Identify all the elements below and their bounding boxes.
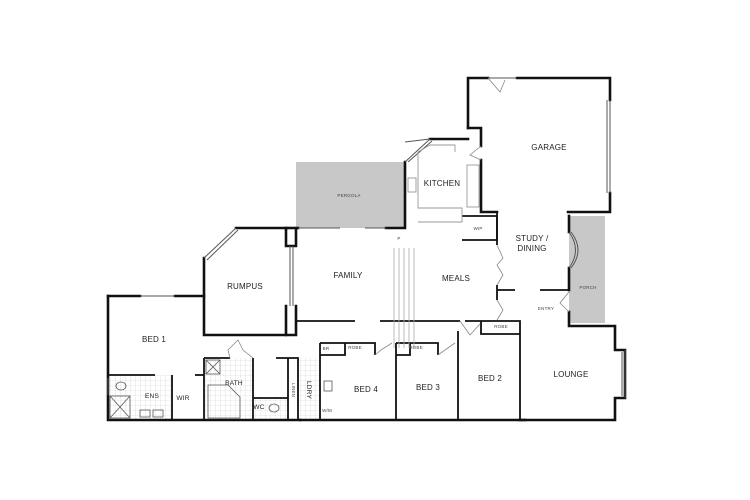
- exterior-walls: [106, 76, 627, 422]
- room-label-wip: WIP: [473, 226, 483, 231]
- bath-tiles: [205, 358, 253, 420]
- room-label-robe-bed2: ROBE: [494, 324, 508, 329]
- room-label-wir: WIR: [176, 395, 190, 402]
- room-label-entry: ENTRY: [537, 306, 555, 311]
- pergola-area: [296, 162, 404, 228]
- room-label-garage: GARAGE: [531, 143, 567, 152]
- porch-area: [569, 216, 605, 323]
- doors: [227, 77, 570, 359]
- room-label-study: STUDY /: [515, 234, 549, 243]
- wc-tiles: [253, 398, 288, 420]
- room-label-bed2: BED 2: [477, 374, 503, 383]
- fixtures: [109, 359, 333, 419]
- laundry-tiles: [298, 358, 320, 420]
- room-label-linen: LINEN: [291, 382, 296, 398]
- room-label-wm: W/M: [322, 408, 332, 413]
- room-label-pantry: P: [397, 236, 401, 241]
- windows: [107, 77, 626, 398]
- room-label-robe-bed4: ROBE: [348, 345, 362, 350]
- kitchen-benches: [407, 144, 480, 223]
- room-label-ens: ENS: [145, 393, 159, 400]
- room-label-porch: PORCH: [579, 285, 597, 290]
- room-label-meals: MEALS: [441, 274, 471, 283]
- ensuite-tiles: [109, 375, 172, 420]
- room-label-pergola: PERGOLA: [337, 193, 361, 198]
- steps: [393, 248, 415, 348]
- room-label-kitchen: KITCHEN: [423, 179, 461, 188]
- room-label-br: BR: [322, 346, 330, 351]
- room-label-lounge: LOUNGE: [553, 370, 589, 379]
- room-label-bed1: BED 1: [141, 335, 167, 344]
- room-label-robe-bed3: ROBE: [409, 345, 423, 350]
- room-label-family: FAMILY: [333, 271, 363, 280]
- room-label-bath: BATH: [225, 380, 243, 387]
- room-label-ldry: LDRY: [305, 380, 312, 400]
- interior-walls: [108, 212, 569, 420]
- room-label-wc: WC: [253, 404, 265, 411]
- room-label-bed4: BED 4: [353, 385, 379, 394]
- room-label-bed3: BED 3: [415, 383, 441, 392]
- room-label-rumpus: RUMPUS: [227, 282, 263, 291]
- room-label-dining: DINING: [517, 244, 547, 253]
